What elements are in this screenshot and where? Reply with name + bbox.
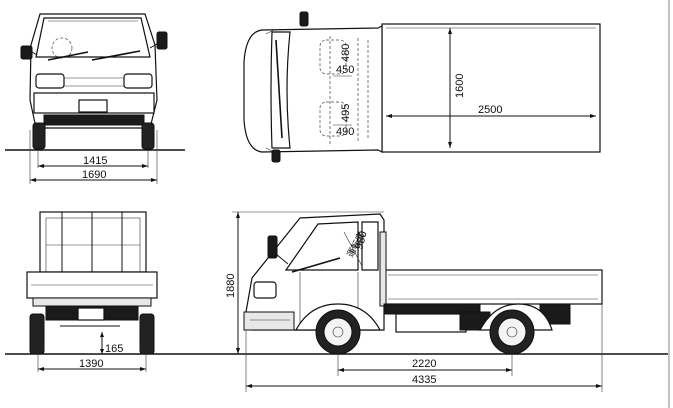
front-view: 1415 1690 [5, 13, 185, 184]
driver-980-label: 980 [353, 230, 369, 251]
front-width-label: 1690 [82, 169, 106, 181]
top-view: 480 450 495 490 1600 2500 [243, 11, 601, 163]
height-label: 1880 [225, 274, 237, 298]
rear-view: 165 1390 [5, 211, 185, 372]
wheelbase-label: 2220 [412, 358, 436, 370]
rear-track-label: 1390 [79, 358, 103, 370]
overall-length-label: 4335 [412, 374, 436, 386]
bed-length-label: 2500 [478, 104, 502, 116]
seat-450-label: 450 [336, 64, 354, 76]
seat-490-label: 490 [336, 126, 354, 138]
bed-width-label: 1600 [454, 74, 466, 98]
front-track-label: 1415 [83, 155, 107, 167]
side-view: 1880 運転席 980 [185, 211, 668, 392]
seat-480-label: 480 [340, 44, 352, 62]
seat-495-label: 495 [340, 104, 352, 122]
ground-clearance-label: 165 [105, 343, 123, 355]
